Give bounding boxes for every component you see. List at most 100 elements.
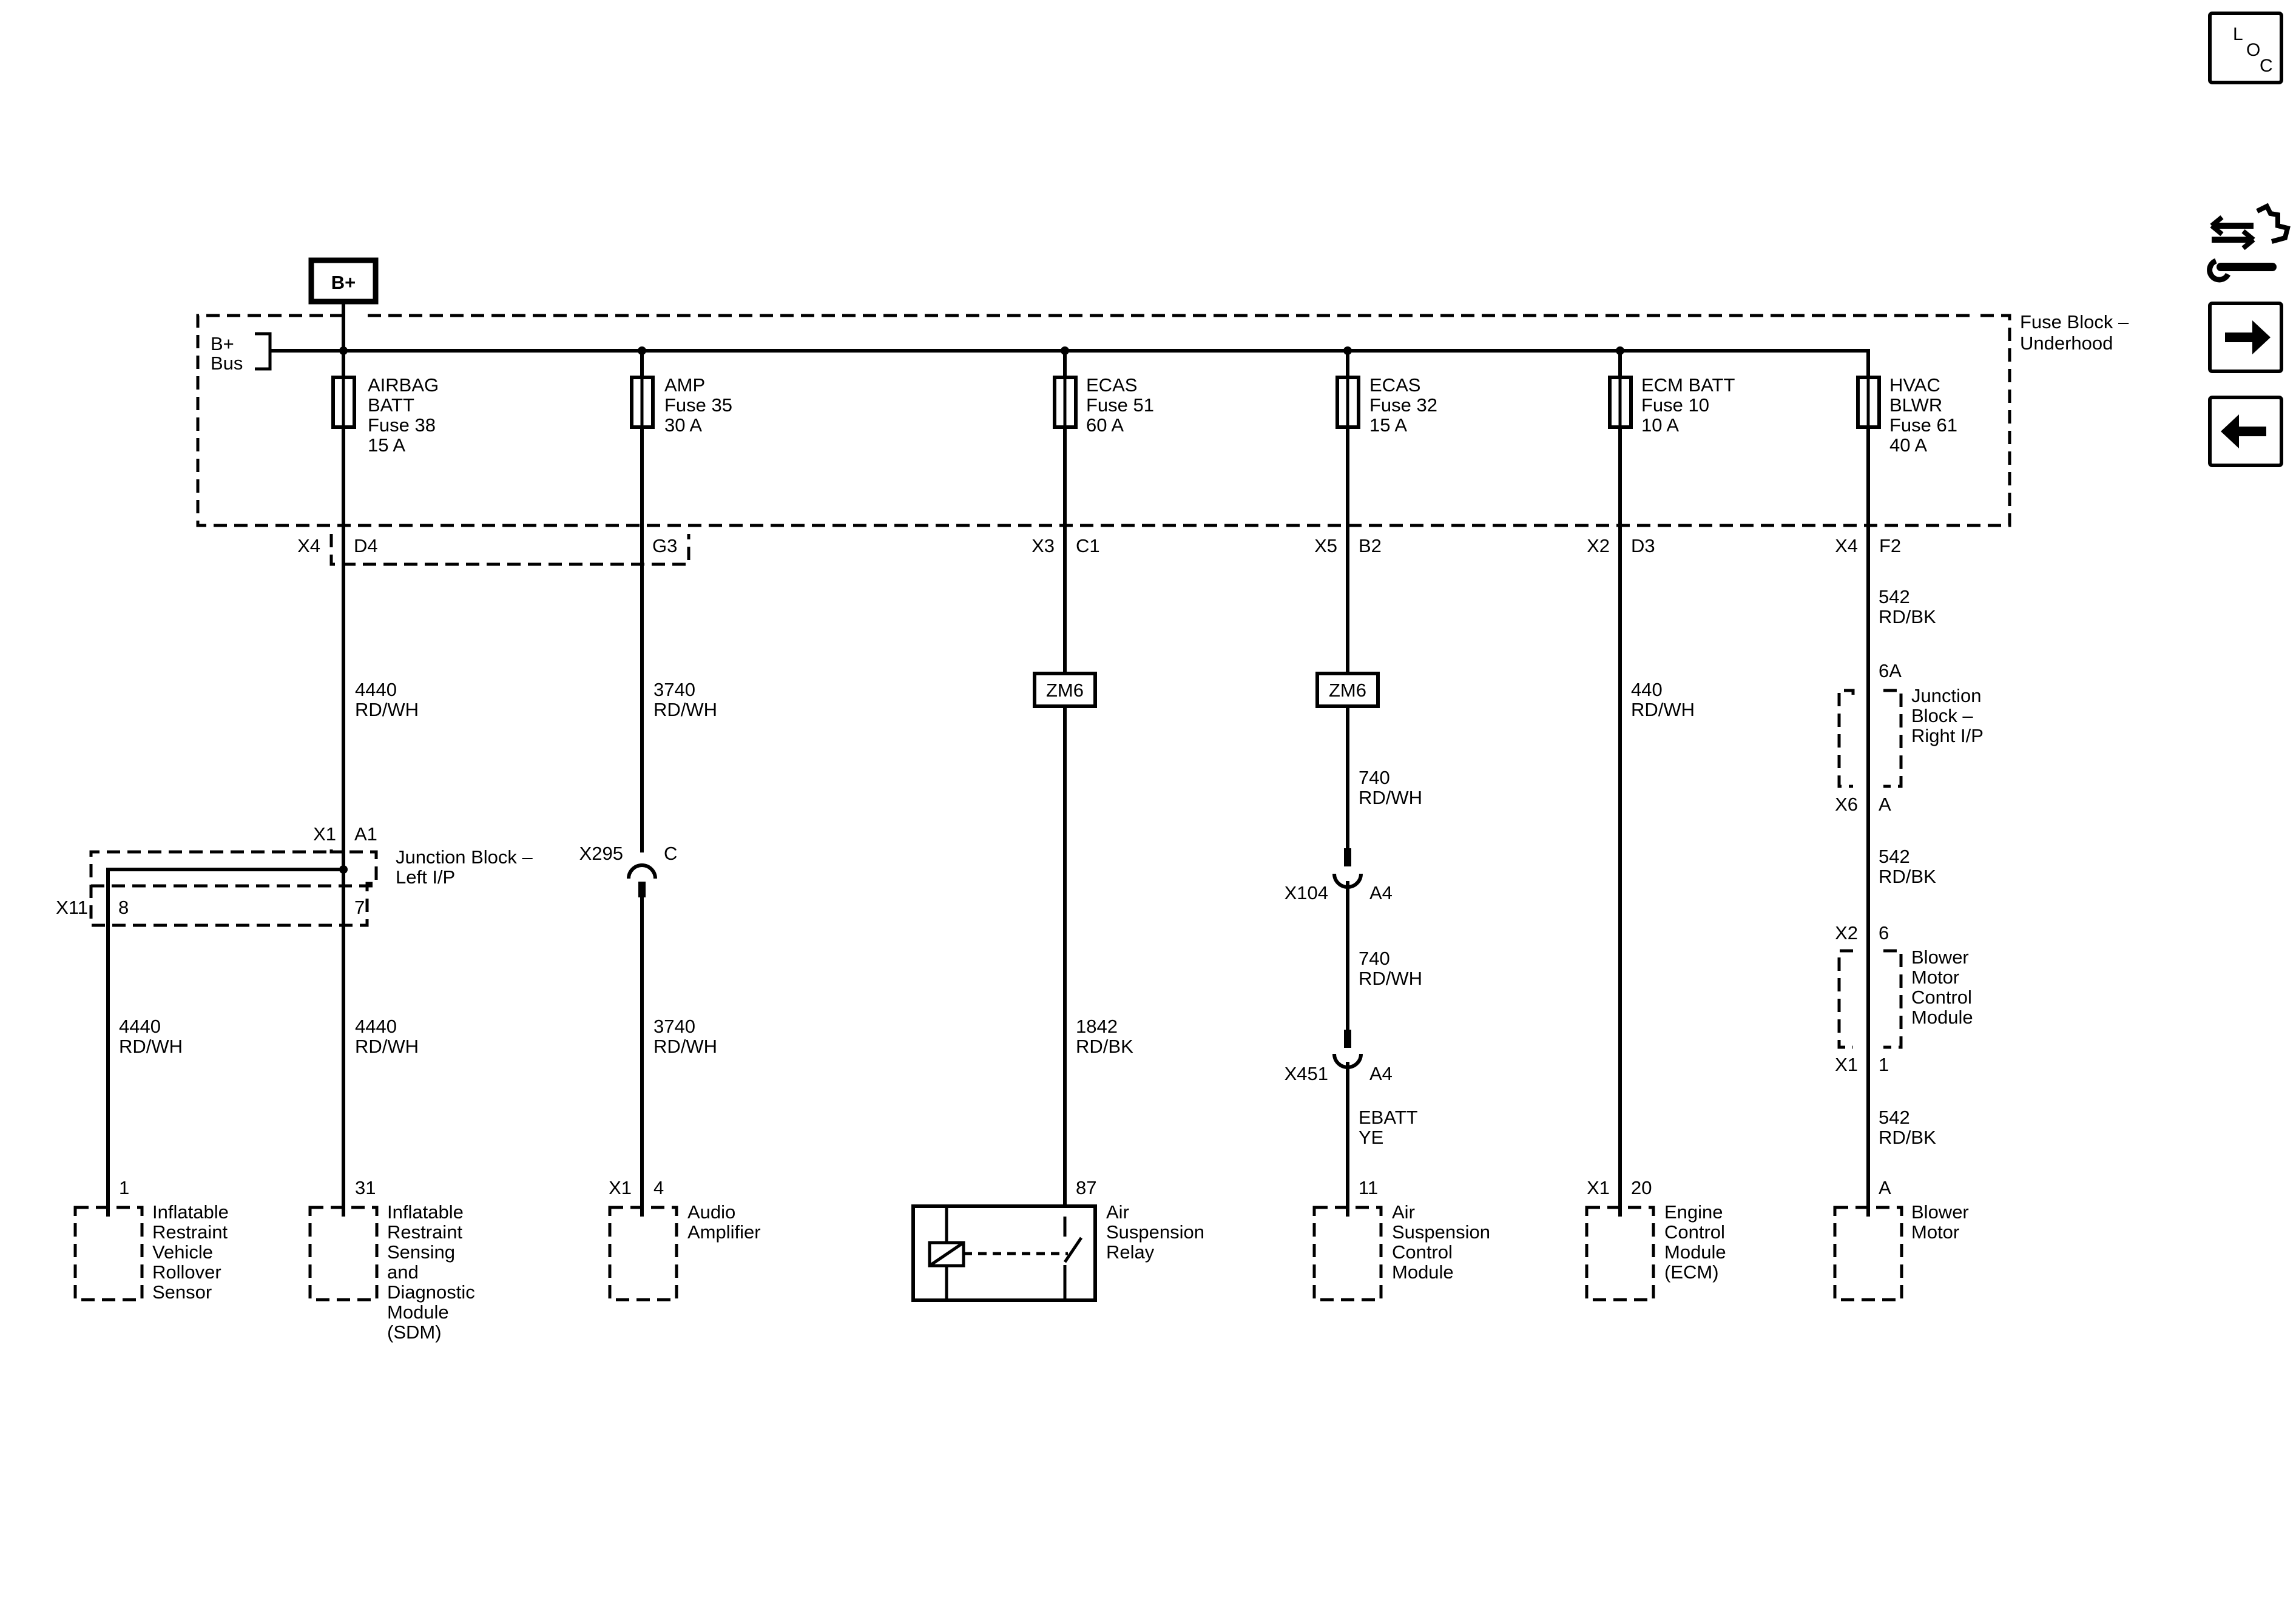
wire-color: YE	[1359, 1127, 1383, 1148]
bmcm-connector-bottom: X1	[1835, 1054, 1858, 1075]
component-name: Suspension	[1392, 1221, 1490, 1243]
component-audio-amplifier[interactable]: X1 4 Audio Amplifier	[608, 1177, 761, 1301]
arrow-right-icon[interactable]	[2208, 302, 2283, 373]
component-name: Diagnostic	[387, 1281, 475, 1303]
fuse-ecas32-line1: ECAS	[1369, 374, 1420, 396]
bmcm-connector-top: X2	[1835, 922, 1858, 944]
blower-motor-control-module[interactable]: X2 6 Blower Motor Control Module X1 1	[1835, 922, 1973, 1075]
component-pin: 1	[119, 1177, 129, 1198]
inline-connector-x104[interactable]: X104 A4	[1285, 848, 1393, 903]
component-name: Air	[1106, 1201, 1129, 1223]
fuse-ecm-batt[interactable]: ECM BATT Fuse 10 10 A	[1608, 346, 1735, 1217]
jb-right-pin-bottom: A	[1879, 794, 1891, 815]
fuse-airbag-line4: 15 A	[368, 434, 405, 456]
connector-label: X5	[1314, 535, 1337, 556]
wire-color: RD/BK	[1879, 866, 1936, 887]
bmcm-name-line3: Control	[1911, 987, 1972, 1008]
fuse-ecas51-line3: 60 A	[1086, 414, 1124, 436]
jb-left-name-line2: Left I/P	[396, 866, 455, 888]
component-name: Sensing	[387, 1241, 455, 1263]
pin-label: B2	[1359, 535, 1382, 556]
loc-icon[interactable]: L O C	[2208, 12, 2283, 84]
fuse-amp-line3: 30 A	[664, 414, 702, 436]
wire-circuit: 542	[1879, 846, 1910, 867]
pin-label: D3	[1631, 535, 1655, 556]
component-pin: 11	[1359, 1177, 1378, 1198]
component-name: Sensor	[152, 1281, 212, 1303]
fuse-hvac-line2: BLWR	[1889, 394, 1942, 416]
component-name: Amplifier	[687, 1221, 761, 1243]
component-name: Engine	[1664, 1201, 1723, 1223]
bus-label-line1: B+	[211, 333, 234, 354]
fuse-hvac-blwr[interactable]: HVAC BLWR Fuse 61 40 A	[1845, 349, 1957, 1217]
inline-connector-x451[interactable]: X451 A4	[1285, 1030, 1393, 1084]
jb-right-name-line3: Right I/P	[1911, 725, 1984, 746]
fuse-ecm-line1: ECM BATT	[1641, 374, 1735, 396]
component-name: Inflatable	[387, 1201, 464, 1223]
component-name: Control	[1664, 1221, 1725, 1243]
wire-color: RD/WH	[1359, 968, 1422, 989]
component-blower-motor[interactable]: A Blower Motor	[1833, 1177, 1969, 1301]
inline-pin-label: A4	[1369, 882, 1393, 903]
component-name: Rollover	[152, 1261, 221, 1283]
wire-circuit: 4440	[355, 679, 397, 700]
junction-block-left-ip[interactable]: X1 A1 Junction Block – Left I/P X11 8 7	[56, 823, 533, 1217]
fuse-airbag[interactable]: AIRBAG BATT Fuse 38 15 A	[331, 346, 439, 1217]
fuse-ecas-51[interactable]: ECAS Fuse 51 60 A	[1053, 346, 1154, 1217]
wire-color: RD/WH	[119, 1036, 183, 1057]
splice-pack-zm6-ecas32[interactable]: ZM6	[1315, 672, 1380, 708]
inline-connector-label: X295	[579, 843, 623, 864]
component-pin: A	[1879, 1177, 1891, 1198]
component-name: (SDM)	[387, 1322, 442, 1343]
inline-connector-x295[interactable]: X295 C	[579, 843, 678, 897]
connector-label: X4	[1835, 535, 1858, 556]
service-wrench-icon[interactable]	[2207, 203, 2291, 283]
bmcm-name-line2: Motor	[1911, 967, 1959, 988]
wire-circuit: 3740	[653, 1016, 695, 1037]
component-connector: X1	[609, 1177, 632, 1198]
fuse-amp[interactable]: AMP Fuse 35 30 A	[630, 346, 732, 1217]
arrow-left-icon[interactable]	[2208, 396, 2283, 467]
fuse-ecas-32[interactable]: ECAS Fuse 32 15 A	[1335, 346, 1437, 1217]
fuse-block-connectors: X4 D4 G3 X3 C1 X5 B2 X2 D3 X4 F2	[297, 534, 1901, 566]
wire-color: RD/WH	[1359, 787, 1422, 808]
jb-left-connector-bottom: X11	[56, 897, 88, 918]
component-name: Motor	[1911, 1221, 1959, 1243]
component-name: Control	[1392, 1241, 1453, 1263]
connector-label: X4	[297, 535, 320, 556]
wire-circuit: 4440	[119, 1016, 161, 1037]
component-pin: 4	[653, 1177, 664, 1198]
component-air-suspension-control-module[interactable]: 11 Air Suspension Control Module	[1312, 1177, 1490, 1301]
component-name: (ECM)	[1664, 1261, 1719, 1283]
component-name: Audio	[687, 1201, 735, 1223]
component-name: and	[387, 1261, 419, 1283]
connector-label: X2	[1587, 535, 1610, 556]
component-ecm[interactable]: X1 20 Engine Control Module (ECM)	[1585, 1177, 1726, 1301]
wire-circuit: 440	[1631, 679, 1663, 700]
fuse-amp-line2: Fuse 35	[664, 394, 732, 416]
connector-label: X3	[1032, 535, 1055, 556]
wire-circuit: 3740	[653, 679, 695, 700]
wire-circuit: 542	[1879, 1107, 1910, 1128]
wire-circuit: 4440	[355, 1016, 397, 1037]
inline-connector-label: X451	[1285, 1063, 1328, 1084]
junction-block-right-ip[interactable]: 6A Junction Block – Right I/P X6 A	[1835, 660, 1984, 815]
component-air-suspension-relay[interactable]: 87 Air Suspension Relay	[911, 1177, 1204, 1302]
splice-pack-zm6-ecas51[interactable]: ZM6	[1033, 672, 1097, 708]
fuse-airbag-line1: AIRBAG	[368, 374, 439, 396]
component-name: Module	[1392, 1261, 1454, 1283]
component-rollover-sensor[interactable]: 1 Inflatable Restraint Vehicle Rollover …	[73, 1177, 229, 1303]
jb-right-name-line2: Block –	[1911, 705, 1973, 726]
component-name: Restraint	[387, 1221, 462, 1243]
pin-label: F2	[1879, 535, 1901, 556]
component-pin: 31	[355, 1177, 376, 1198]
loc-letter-l: L	[2233, 24, 2243, 44]
wire-color: RD/BK	[1879, 1127, 1936, 1148]
fuse-hvac-line1: HVAC	[1889, 374, 1940, 396]
wire-color: RD/WH	[653, 1036, 717, 1057]
fuse-block-name-line2: Underhood	[2020, 333, 2113, 354]
fuse-hvac-line3: Fuse 61	[1889, 414, 1957, 436]
fuse-ecas51-line2: Fuse 51	[1086, 394, 1154, 416]
component-sdm[interactable]: 31 Inflatable Restraint Sensing and Diag…	[308, 1177, 475, 1343]
